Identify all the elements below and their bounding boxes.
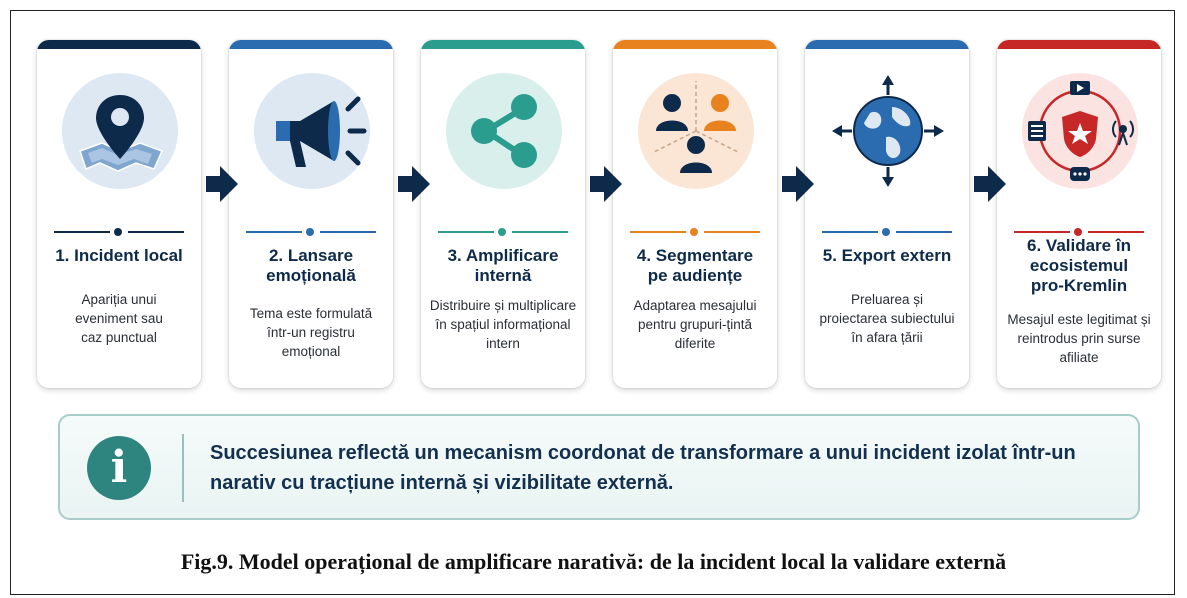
step-3-topbar: [421, 40, 585, 49]
step-1-topbar: [37, 40, 201, 49]
step-4-title: 4. Segmentare pe audiențe: [636, 246, 754, 285]
step-2-description: Tema este formulată într-un registru emo…: [249, 306, 373, 359]
arrow-right-icon-1: [206, 166, 238, 202]
step-3-title: 3. Amplificare internă: [447, 246, 559, 285]
figure-caption: Fig.9. Model operațional de amplificare …: [180, 549, 1007, 574]
step-4-topbar: [613, 40, 777, 49]
info-box: i Succesiunea reflectă un mecanism coord…: [58, 414, 1140, 520]
globe-arrows-icon: [830, 73, 946, 189]
step-2-topbar: [229, 40, 393, 49]
step-4-divider: [630, 226, 760, 238]
info-text: Succesiunea reflectă un mecanism coordon…: [210, 442, 1076, 494]
step-1-description: Apariția unui eveniment sau caz punctual: [75, 292, 163, 345]
step-2-divider: [246, 226, 376, 238]
arrow-right-icon-3: [590, 166, 622, 202]
step-card-5: 5. Export extern Preluarea și proiectare…: [805, 40, 969, 388]
step-3-divider: [438, 226, 568, 238]
audience-groups-icon: [638, 73, 754, 189]
step-card-2: 2. Lansare emoțională Tema este formulat…: [229, 40, 393, 388]
step-5-description: Preluarea și proiectarea subiectului în …: [819, 292, 955, 345]
step-5-title: 5. Export extern: [822, 246, 952, 265]
step-3-description: Distribuire și multiplicare în spațiul i…: [429, 298, 577, 351]
location-pin-map-icon: [62, 73, 178, 189]
megaphone-icon: [254, 73, 370, 189]
step-card-1: 1. Incident local Apariția unui evenimen…: [37, 40, 201, 388]
step-6-description: Mesajul este legitimat și reintrodus pri…: [1007, 312, 1151, 365]
step-card-3: 3. Amplificare internă Distribuire și mu…: [421, 40, 585, 388]
step-4-description: Adaptarea mesajului pentru grupuri-țintă…: [633, 298, 757, 351]
step-1-title: 1. Incident local: [55, 246, 183, 265]
step-5-divider: [822, 226, 952, 238]
arrow-right-icon-2: [398, 166, 430, 202]
figure-frame: [10, 10, 1175, 595]
info-icon: i: [87, 436, 151, 500]
arrow-right-icon-5: [974, 166, 1006, 202]
shield-star-cycle-icon: [1022, 73, 1138, 189]
step-6-divider: [1014, 226, 1144, 238]
step-5-topbar: [805, 40, 969, 49]
process-steps: 1. Incident local Apariția unui evenimen…: [37, 40, 1162, 388]
step-2-title: 2. Lansare emoțională: [266, 246, 356, 285]
step-6-title: 6. Validare în ecosistemul pro-Kremlin: [1027, 236, 1131, 295]
step-card-6: 6. Validare în ecosistemul pro-Kremlin M…: [997, 40, 1161, 388]
arrow-right-icon-4: [782, 166, 814, 202]
step-1-divider: [54, 226, 184, 238]
step-6-topbar: [997, 40, 1161, 49]
share-network-icon: [446, 73, 562, 189]
info-separator: [182, 434, 184, 502]
step-card-4: 4. Segmentare pe audiențe Adaptarea mesa…: [613, 40, 777, 388]
